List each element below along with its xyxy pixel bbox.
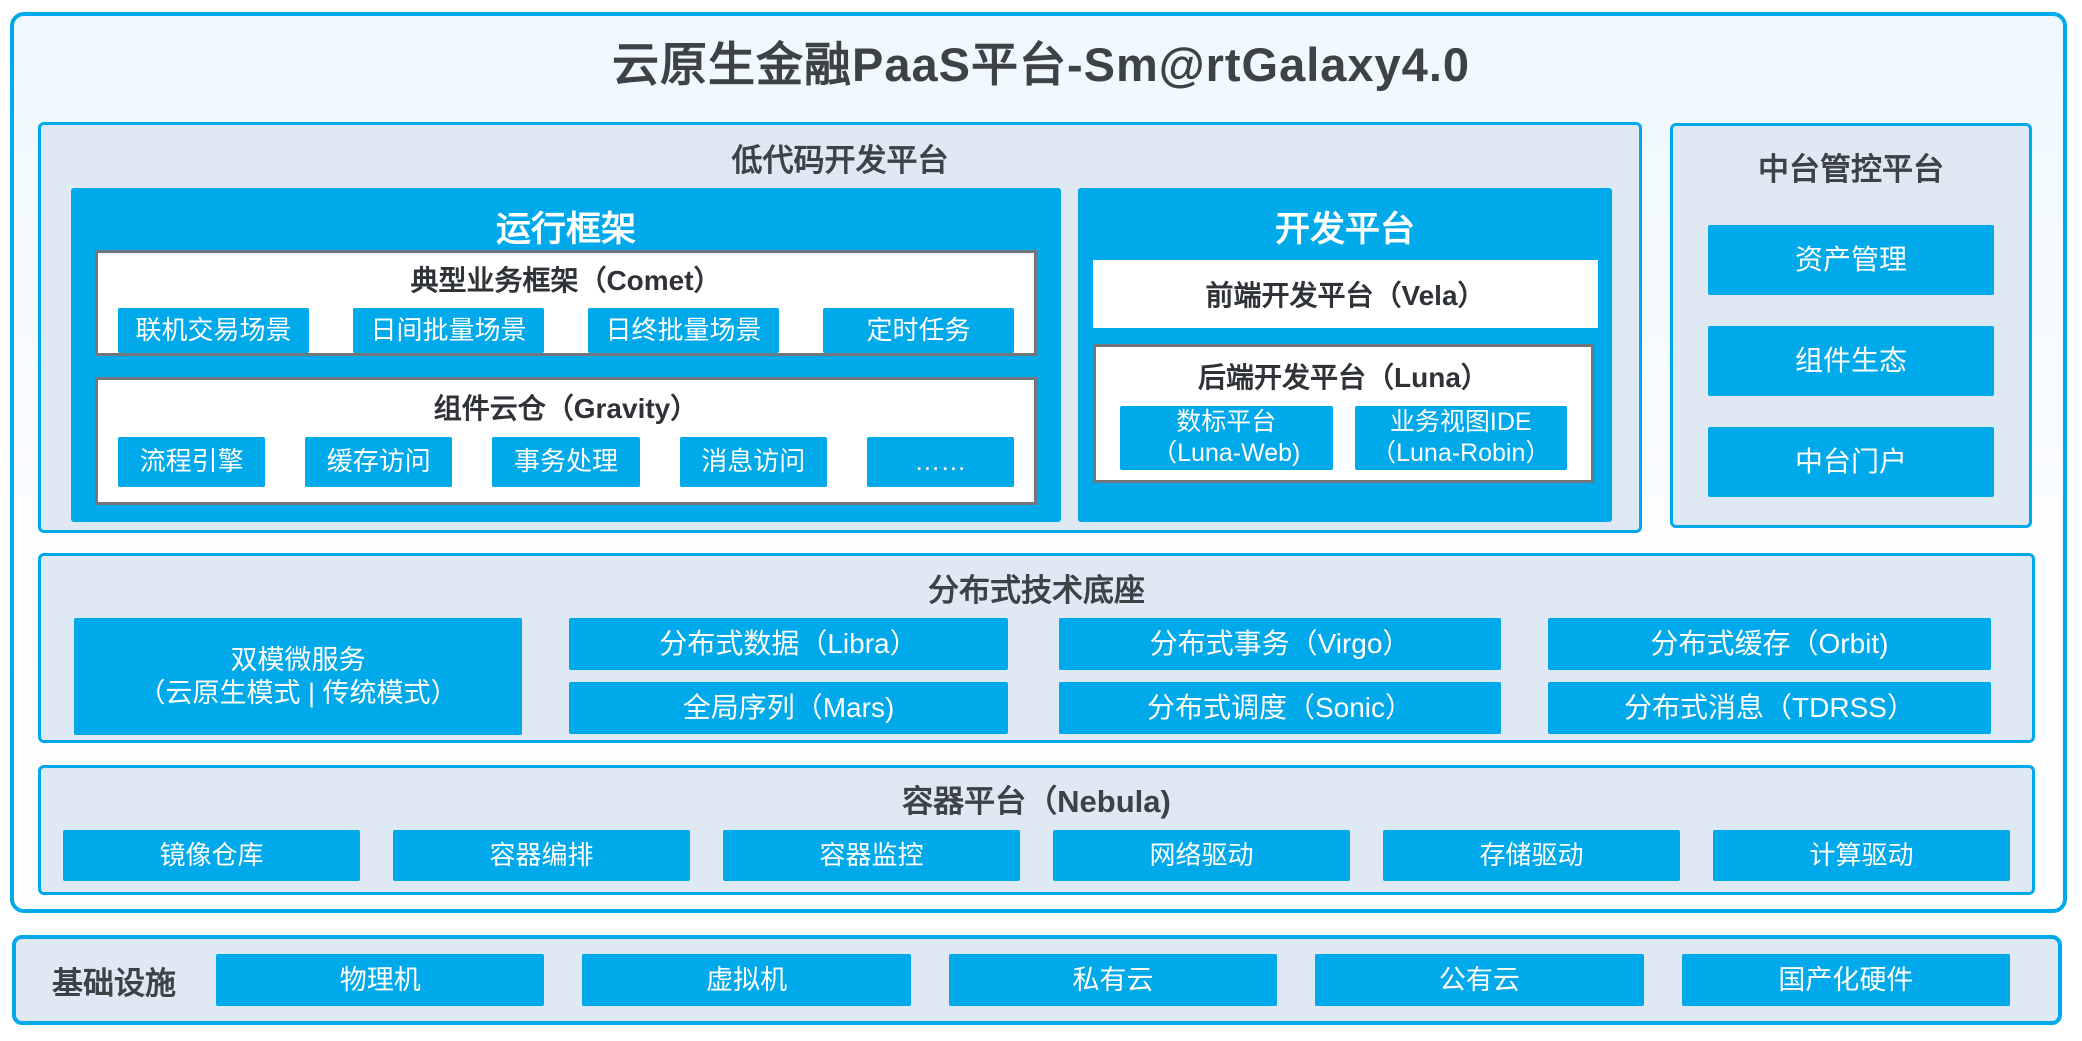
low-code-platform-title: 低代码开发平台 <box>731 143 949 178</box>
luna-robin-line2: （Luna-Robin） <box>1371 439 1551 467</box>
panel-dev-platform: 开发平台 前端开发平台（Vela） 后端开发平台（Luna） 数标平台 （Lun… <box>1078 188 1612 522</box>
infra-item-physical-machine: 物理机 <box>216 954 545 1006</box>
gravity-item-ellipsis: …… <box>866 437 1015 487</box>
gravity-item-process-engine: 流程引擎 <box>118 437 266 487</box>
box-distributed-cache-orbit: 分布式缓存（Orbit) <box>1548 618 1991 670</box>
mid-item-component-ecosystem: 组件生态 <box>1708 326 1994 396</box>
mid-item-asset-management: 资产管理 <box>1708 225 1994 295</box>
luna-web-line2: （Luna-Web) <box>1152 439 1301 467</box>
dual-mode-line2: （云原生模式 | 传统模式） <box>138 677 458 708</box>
infra-item-domestic-hardware: 国产化硬件 <box>1681 954 2011 1006</box>
comet-item-intraday-batch: 日间批量场景 <box>353 308 544 353</box>
mid-item-portal: 中台门户 <box>1708 427 1994 497</box>
comet-item-endofday-batch: 日终批量场景 <box>588 308 779 353</box>
luna-item-robin: 业务视图IDE （Luna-Robin） <box>1354 406 1567 470</box>
mid-platform-items: 资产管理 组件生态 中台门户 <box>1673 225 2029 497</box>
dev-platform-title: 开发平台 <box>1274 210 1415 249</box>
box-distributed-scheduling-sonic: 分布式调度（Sonic） <box>1059 682 1501 734</box>
box-luna-backend: 后端开发平台（Luna） 数标平台 （Luna-Web) 业务视图IDE （Lu… <box>1093 344 1594 483</box>
mid-platform-title: 中台管控平台 <box>1758 152 1944 187</box>
box-dual-mode-microservice: 双模微服务 （云原生模式 | 传统模式） <box>74 618 522 735</box>
panel-runtime-framework: 运行框架 典型业务框架（Comet） 联机交易场景 日间批量场景 日终批量场景 … <box>71 188 1061 522</box>
vela-title: 前端开发平台（Vela） <box>1205 280 1486 311</box>
gravity-item-message-access: 消息访问 <box>679 437 827 487</box>
luna-item-web: 数标平台 （Luna-Web) <box>1120 406 1333 470</box>
comet-item-online-trading: 联机交易场景 <box>118 308 309 353</box>
dual-mode-line1: 双模微服务 <box>230 645 366 676</box>
page-title: 云原生金融PaaS平台-Sm@rtGalaxy4.0 <box>611 38 1471 91</box>
gravity-title: 组件云仓（Gravity） <box>433 393 699 424</box>
gravity-item-cache-access: 缓存访问 <box>305 437 453 487</box>
runtime-framework-title: 运行框架 <box>495 210 636 249</box>
container-item-network-driver: 网络驱动 <box>1053 830 1350 881</box>
panel-distributed-base: 分布式技术底座 双模微服务 （云原生模式 | 传统模式） 分布式数据（Libra… <box>38 553 2035 743</box>
luna-web-line1: 数标平台 <box>1176 407 1277 436</box>
container-platform-title: 容器平台（Nebula) <box>902 784 1171 819</box>
container-item-orchestration: 容器编排 <box>393 830 690 881</box>
luna-items-row: 数标平台 （Luna-Web) 业务视图IDE （Luna-Robin） <box>1120 406 1567 470</box>
panel-container-platform: 容器平台（Nebula) 镜像仓库 容器编排 容器监控 网络驱动 存储驱动 计算… <box>38 765 2035 895</box>
box-distributed-data-libra: 分布式数据（Libra） <box>569 618 1008 670</box>
luna-robin-line1: 业务视图IDE <box>1389 407 1532 436</box>
box-distributed-message-tdrss: 分布式消息（TDRSS） <box>1548 682 1991 734</box>
container-item-storage-driver: 存储驱动 <box>1383 830 1680 881</box>
infrastructure-title: 基础设施 <box>52 965 176 1001</box>
infra-item-public-cloud: 公有云 <box>1315 954 1644 1006</box>
box-distributed-transaction-virgo: 分布式事务（Virgo） <box>1059 618 1501 670</box>
infra-item-virtual-machine: 虚拟机 <box>582 954 911 1006</box>
panel-low-code-platform: 低代码开发平台 运行框架 典型业务框架（Comet） 联机交易场景 日间批量场景… <box>38 122 1642 533</box>
container-items-row: 镜像仓库 容器编排 容器监控 网络驱动 存储驱动 计算驱动 <box>63 830 2010 881</box>
box-gravity-warehouse: 组件云仓（Gravity） 流程引擎 缓存访问 事务处理 消息访问 …… <box>95 377 1037 505</box>
container-item-compute-driver: 计算驱动 <box>1713 830 2010 881</box>
luna-title: 后端开发平台（Luna） <box>1198 362 1489 393</box>
gravity-items-row: 流程引擎 缓存访问 事务处理 消息访问 …… <box>118 437 1015 487</box>
container-item-image-registry: 镜像仓库 <box>63 830 360 881</box>
container-item-monitoring: 容器监控 <box>723 830 1020 881</box>
box-comet-framework: 典型业务框架（Comet） 联机交易场景 日间批量场景 日终批量场景 定时任务 <box>95 250 1037 356</box>
gravity-item-transaction: 事务处理 <box>492 437 640 487</box>
box-vela-frontend: 前端开发平台（Vela） <box>1093 260 1598 328</box>
panel-infrastructure: 基础设施 物理机 虚拟机 私有云 公有云 国产化硬件 <box>12 935 2062 1025</box>
comet-items-row: 联机交易场景 日间批量场景 日终批量场景 定时任务 <box>118 308 1014 353</box>
comet-title: 典型业务框架（Comet） <box>410 265 722 296</box>
comet-item-scheduled-task: 定时任务 <box>823 308 1014 353</box>
distributed-base-title: 分布式技术底座 <box>928 573 1145 608</box>
infrastructure-items-row: 物理机 虚拟机 私有云 公有云 国产化硬件 <box>216 954 2011 1006</box>
panel-mid-platform: 中台管控平台 资产管理 组件生态 中台门户 <box>1670 123 2032 528</box>
box-global-sequence-mars: 全局序列（Mars) <box>569 682 1008 734</box>
infra-item-private-cloud: 私有云 <box>948 954 1278 1006</box>
